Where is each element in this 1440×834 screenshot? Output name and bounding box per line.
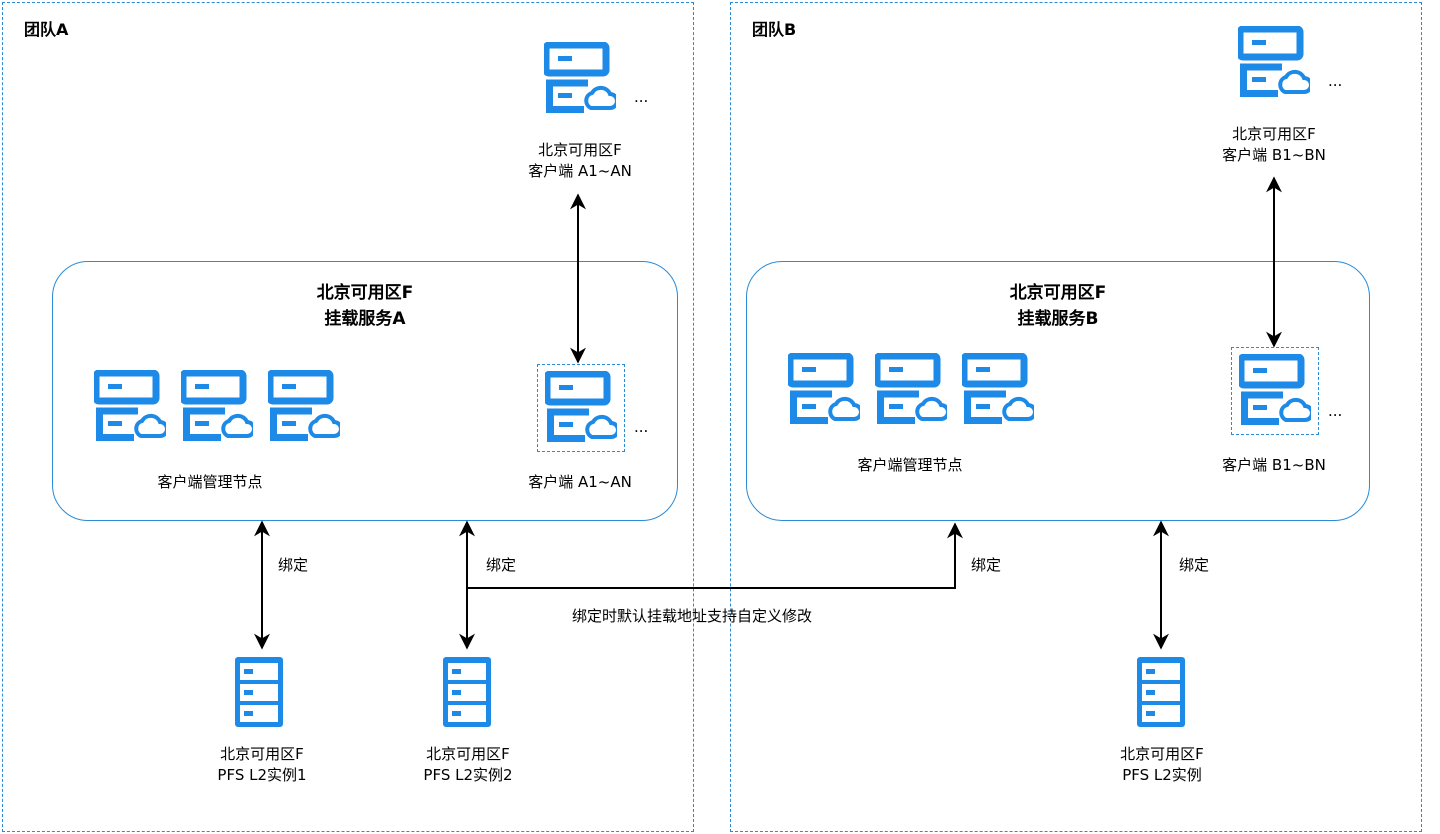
storage-a2-label: 北京可用区F PFS L2实例2 [423,745,513,784]
mount-service-b-box [746,261,1370,521]
cloud-server-icon [875,353,947,425]
arrow-cross-bind [467,522,963,589]
bind-label-b: 绑定 [1179,556,1210,574]
team-a-title: 团队A [24,20,69,39]
ellipsis: ... [634,88,649,106]
ellipsis: ... [634,418,649,436]
ellipsis: ... [1328,402,1343,420]
service-client-a-label: 客户端 A1~AN [528,473,632,491]
cloud-server-icon [545,371,617,443]
cloud-server-icon [962,353,1034,425]
cloud-server-icon [544,42,616,114]
client-a-selection-frame [537,364,625,452]
cloud-server-icon [181,370,253,442]
bind-label-cross: 绑定 [971,556,1002,574]
cloud-server-icon [788,353,860,425]
cloud-server-icon [1239,354,1311,426]
team-a-zone [2,2,694,832]
cloud-server-icon [94,370,166,442]
service-b-title: 北京可用区F 挂载服务B [1009,283,1107,329]
team-b-zone [730,2,1422,832]
storage-server-icon [440,654,494,730]
cross-bind-note: 绑定时默认挂载地址支持自定义修改 [572,607,813,625]
storage-a1-label: 北京可用区F PFS L2实例1 [217,745,307,784]
service-client-b-label: 客户端 B1~BN [1222,456,1326,474]
storage-server-icon [1134,654,1188,730]
manager-node-b-label: 客户端管理节点 [857,456,963,474]
cloud-server-icon [268,370,340,442]
manager-node-a-label: 客户端管理节点 [157,473,263,491]
team-b-title: 团队B [752,20,797,39]
top-client-a-label: 北京可用区F 客户端 A1~AN [528,141,632,180]
storage-b-label: 北京可用区F PFS L2实例 [1120,745,1204,784]
storage-server-icon [232,654,286,730]
service-a-title: 北京可用区F 挂载服务A [316,283,414,329]
mount-service-a-box [52,261,678,521]
bind-label-a2: 绑定 [486,556,517,574]
client-b-selection-frame [1231,347,1319,435]
ellipsis: ... [1328,72,1343,90]
top-client-b-label: 北京可用区F 客户端 B1~BN [1222,125,1326,164]
cloud-server-icon [1238,26,1310,98]
bind-label-a1: 绑定 [278,556,309,574]
